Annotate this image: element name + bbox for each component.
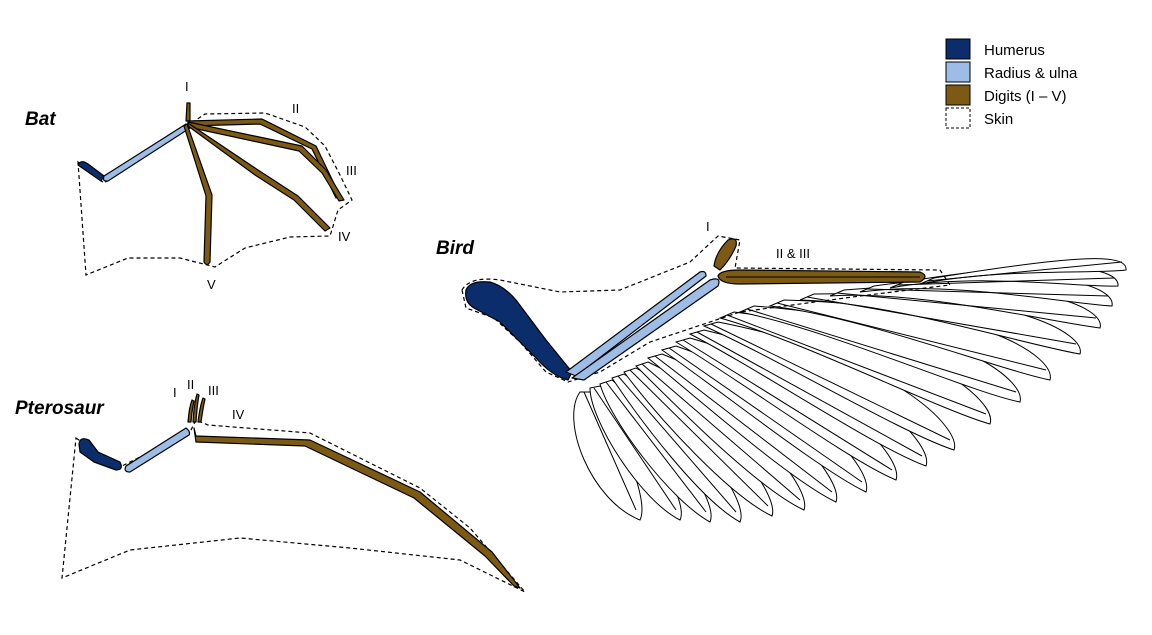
feather-shaft [896,277,1115,286]
pterosaur-digit-label-iv: IV [232,407,245,422]
feather-shaft [629,369,769,507]
feather-shaft [583,391,637,511]
bat-wing: Bat I II III IV V [25,79,357,292]
bird-ulna [571,278,720,381]
bird-flight-feathers [573,258,1127,523]
bat-digit-label-i: I [185,79,189,94]
bat-digit-3 [187,121,345,202]
feather-shaft [746,308,1017,393]
bird-digit-label-ii-iii: II & III [776,246,810,261]
legend: Humerus Radius & ulna Digits (I – V) Ski… [945,38,1078,129]
pterosaur-skin-outline [61,419,526,593]
bat-digit-label-iii: III [346,163,357,178]
feather-shaft [866,288,1109,297]
feather-shaft [682,339,893,471]
bat-radius-ulna [102,123,191,182]
legend-label-humerus: Humerus [984,42,1045,59]
bird-skin-outline [461,235,952,383]
feather-shaft [776,302,1047,371]
bat-digit-4 [187,122,331,232]
pterosaur-digit-label-i: I [173,385,177,400]
legend-label-radius-ulna: Radius & ulna [984,65,1078,82]
bird-label: Bird [436,238,474,259]
bird-digit-1 [713,238,737,271]
bird-wing: Bird [436,219,1127,523]
bat-digit-5 [183,123,213,266]
bird-radius [565,270,707,377]
bat-digit-2 [187,118,341,199]
pterosaur-digit-2 [192,393,200,423]
legend-label-digits: Digits (I – V) [984,88,1067,105]
legend-swatch-skin [945,107,971,129]
bird-digit-label-i: I [706,219,710,234]
pterosaur-label: Pterosaur [15,398,105,419]
feather-shaft [836,292,1097,319]
bat-digit-1 [185,102,191,122]
feather-shaft [926,261,1123,282]
legend-swatch-digits [945,84,971,106]
pterosaur-digit-4 [193,427,521,589]
pterosaur-wing: Pterosaur I II III IV [15,377,526,593]
bat-digit-label-ii: II [292,101,299,116]
bat-digit-label-iv: IV [338,229,351,244]
bat-digit-label-v: V [207,277,216,292]
pterosaur-radius-ulna [124,427,191,473]
feather-shaft [617,375,737,513]
feather-shaft [726,314,987,415]
feather-shaft [668,347,863,483]
pterosaur-digit-label-iii: III [208,383,219,398]
feather-shaft [654,355,833,493]
bat-humerus [77,161,105,182]
feather-shaft [641,363,801,501]
pterosaur-digit-label-ii: II [187,377,194,392]
legend-swatch-radius-ulna [945,61,971,83]
legend-label-skin: Skin [984,111,1013,128]
feather-shaft [593,387,677,511]
pterosaur-digit-1 [187,399,195,423]
feather-shaft [710,323,951,441]
pterosaur-digit-3 [197,397,206,423]
legend-swatch-humerus [945,38,971,60]
feather-shaft [696,331,923,457]
bird-humerus [465,281,573,381]
bat-label: Bat [25,109,56,130]
bat-skin-outline [77,112,353,276]
pterosaur-humerus [78,438,122,471]
feather-shaft [806,296,1077,345]
feather-shaft [605,381,707,513]
